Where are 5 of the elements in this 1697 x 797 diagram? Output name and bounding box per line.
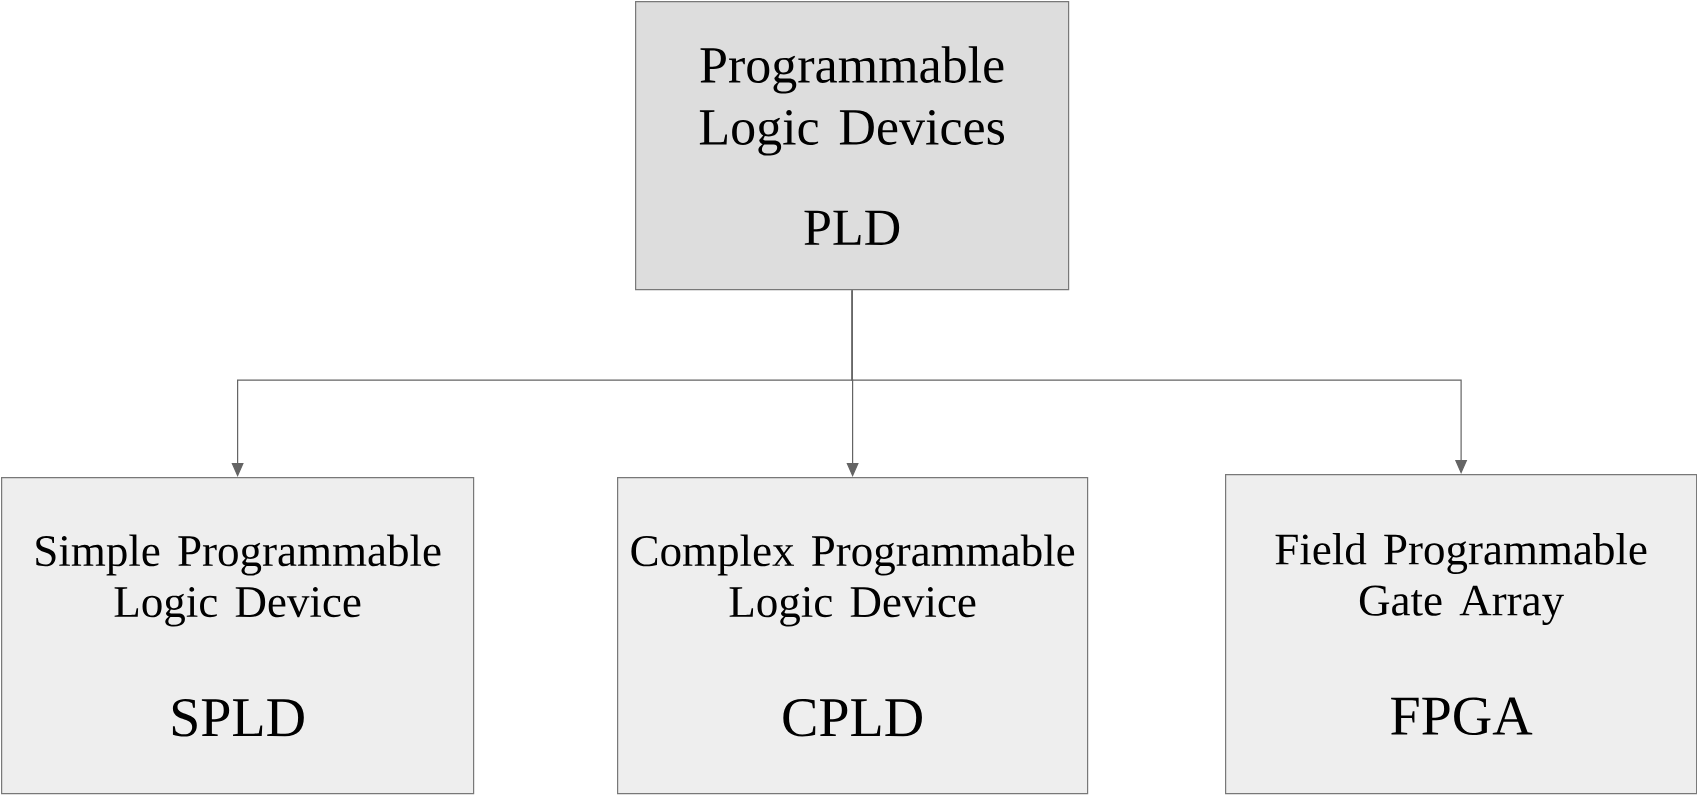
process-box: Complex Programmable Logic Device CPLD xyxy=(617,477,1089,795)
process-box: Simple Programmable Logic Device SPLD xyxy=(1,477,475,795)
process-box: Programmable Logic Devices PLD xyxy=(635,1,1070,291)
arrow xyxy=(851,289,1468,474)
process-box: Field Programmable Gate Array FPGA xyxy=(1225,474,1697,795)
